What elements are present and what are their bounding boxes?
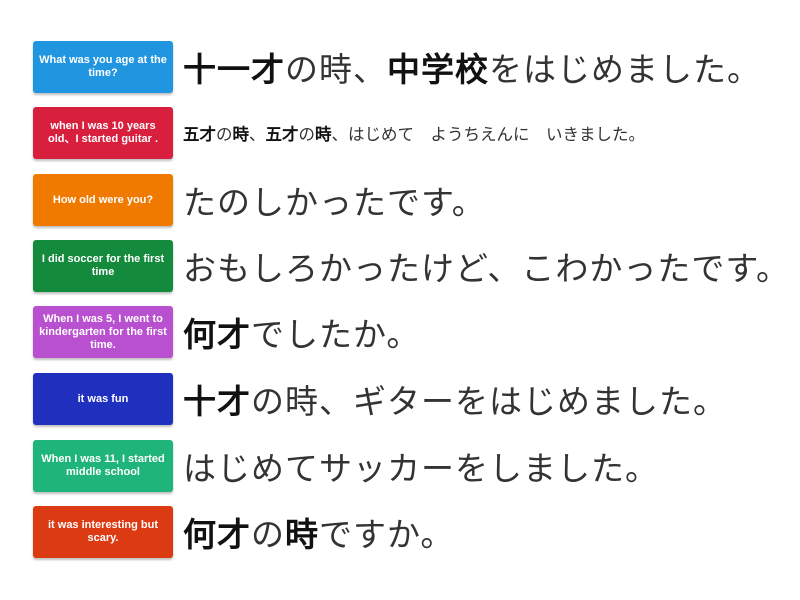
sentence-segment: 何才 [183,315,251,354]
draggable-answer-card[interactable]: How old were you? [33,174,173,226]
japanese-sentence: おもしろかったけど、こわかったです。 [183,240,790,292]
japanese-sentence: はじめてサッカーをしました。 [183,440,659,492]
draggable-answer-card[interactable]: it was fun [33,373,173,425]
draggable-answer-card[interactable]: What was you age at the time? [33,41,173,93]
sentence-segment: 十才 [183,382,251,421]
match-row: What was you age at the time?十一才の時、中学校をは… [33,41,793,93]
match-row: When I was 5, I went to kindergarten for… [33,306,793,358]
sentence-segment: 五才 [265,125,299,144]
sentence-segment: 、はじめて ようちえんに いきました。 [331,125,646,144]
sentence-segment: はじめてサッカーをしました。 [183,449,659,488]
sentence-segment: の時、ギターをはじめました。 [251,382,727,421]
sentence-segment: 十一才 [183,50,285,89]
match-row: when I was 10 years old、I started guitar… [33,107,793,159]
sentence-segment: たのしかったです。 [183,183,486,222]
match-row: it was interesting but scary.何才の時ですか。 [33,506,793,558]
sentence-segment: 時 [285,515,319,554]
match-row: How old were you? たのしかったです。 [33,174,793,226]
sentence-segment: 時 [232,125,250,144]
japanese-sentence: 何才でしたか。 [183,306,420,358]
sentence-segment: ですか。 [319,515,455,554]
sentence-segment: 何才 [183,515,251,554]
japanese-sentence: 十一才の時、中学校をはじめました。 [183,41,761,93]
match-row: When I was 11, I started middle school はじ… [33,440,793,492]
sentence-segment: 中学校 [387,50,489,89]
sentence-segment: の時、 [285,50,387,89]
sentence-segment: おもしろかったけど、こわかったです。 [183,249,791,288]
sentence-segment: 時 [315,125,332,144]
match-row: I did soccer for the first time おもしろかったけど… [33,240,793,292]
draggable-answer-card[interactable]: I did soccer for the first time [33,240,173,292]
sentence-segment: 、 [249,125,266,144]
sentence-segment: の [298,125,316,144]
sentence-segment: でしたか。 [251,315,421,354]
draggable-answer-card[interactable]: when I was 10 years old、I started guitar… [33,107,173,159]
japanese-sentence: 何才の時ですか。 [183,506,454,558]
japanese-sentence: たのしかったです。 [183,174,486,226]
japanese-sentence: 五才の時、五才の時、はじめて ようちえんに いきました。 [183,107,645,159]
sentence-segment: 五才 [183,125,216,144]
sentence-segment: をはじめました。 [489,50,761,89]
draggable-answer-card[interactable]: When I was 5, I went to kindergarten for… [33,306,173,358]
sentence-segment: の [216,125,233,144]
sentence-segment: の [251,515,285,554]
japanese-sentence: 十才の時、ギターをはじめました。 [183,373,727,425]
draggable-answer-card[interactable]: it was interesting but scary. [33,506,173,558]
draggable-answer-card[interactable]: When I was 11, I started middle school [33,440,173,492]
